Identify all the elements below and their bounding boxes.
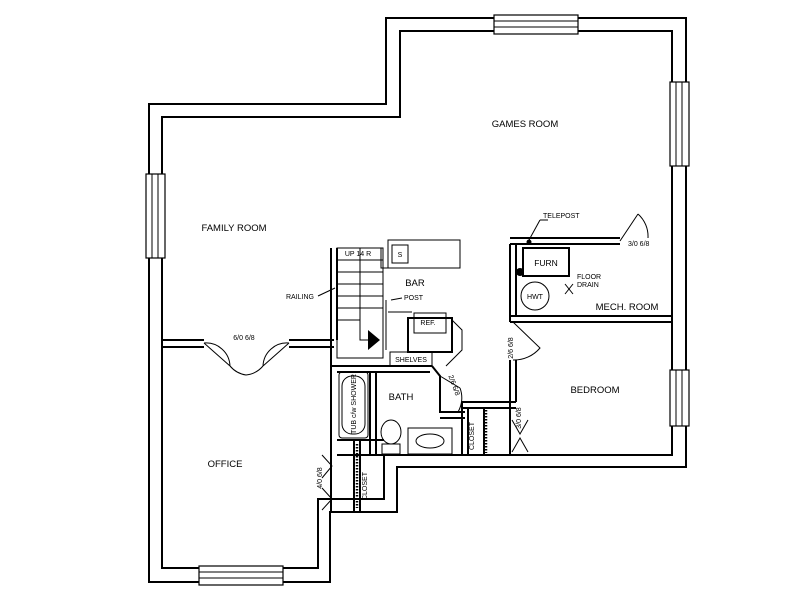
stair-up-label: UP 14 R xyxy=(345,251,371,258)
furn-label: FURN xyxy=(534,258,558,268)
games-room-label: GAMES ROOM xyxy=(492,119,559,130)
floor-label: FLOOR xyxy=(577,274,601,281)
bar-fixtures xyxy=(380,239,463,367)
hwt-label: HWT xyxy=(527,294,544,301)
shelves-label: SHELVES xyxy=(395,357,427,364)
closet-label-bedroom: CLOSET xyxy=(469,421,476,450)
telepost-label: TELEPOST xyxy=(543,213,580,220)
door-size-office-closet: 4/0 6/8 xyxy=(317,467,324,489)
door-size-mech: 3/0 6/8 xyxy=(628,241,650,248)
bath-label: BATH xyxy=(389,392,414,403)
sink-label: S xyxy=(398,252,403,259)
post-label: POST xyxy=(404,295,424,302)
door-size-bath: 2/6 6/8 xyxy=(446,374,460,397)
door-size-closet: 3/0 6/8 xyxy=(516,407,523,429)
windows xyxy=(145,14,690,586)
stairs xyxy=(336,247,384,359)
family-room-label: FAMILY ROOM xyxy=(201,223,266,234)
railing-label: RAILING xyxy=(286,294,314,301)
closet-rods xyxy=(355,410,488,508)
bar-label: BAR xyxy=(405,278,425,289)
drain-label: DRAIN xyxy=(577,282,599,289)
railing-leader xyxy=(317,287,403,301)
tub-label: TUB c/w SHOWER xyxy=(351,374,358,434)
mech-fixtures xyxy=(516,219,574,311)
mech-room-label: MECH. ROOM xyxy=(596,302,659,313)
doors xyxy=(203,213,649,511)
bedroom-label: BEDROOM xyxy=(570,385,619,396)
door-size-family: 6/0 6/8 xyxy=(233,335,255,342)
closet-label-office: CLOSET xyxy=(362,471,369,500)
bath-fixtures xyxy=(338,371,453,455)
ref-label: REF. xyxy=(420,320,435,327)
door-size-bedroom: 2/6 6/8 xyxy=(508,337,515,359)
office-label: OFFICE xyxy=(208,459,243,470)
